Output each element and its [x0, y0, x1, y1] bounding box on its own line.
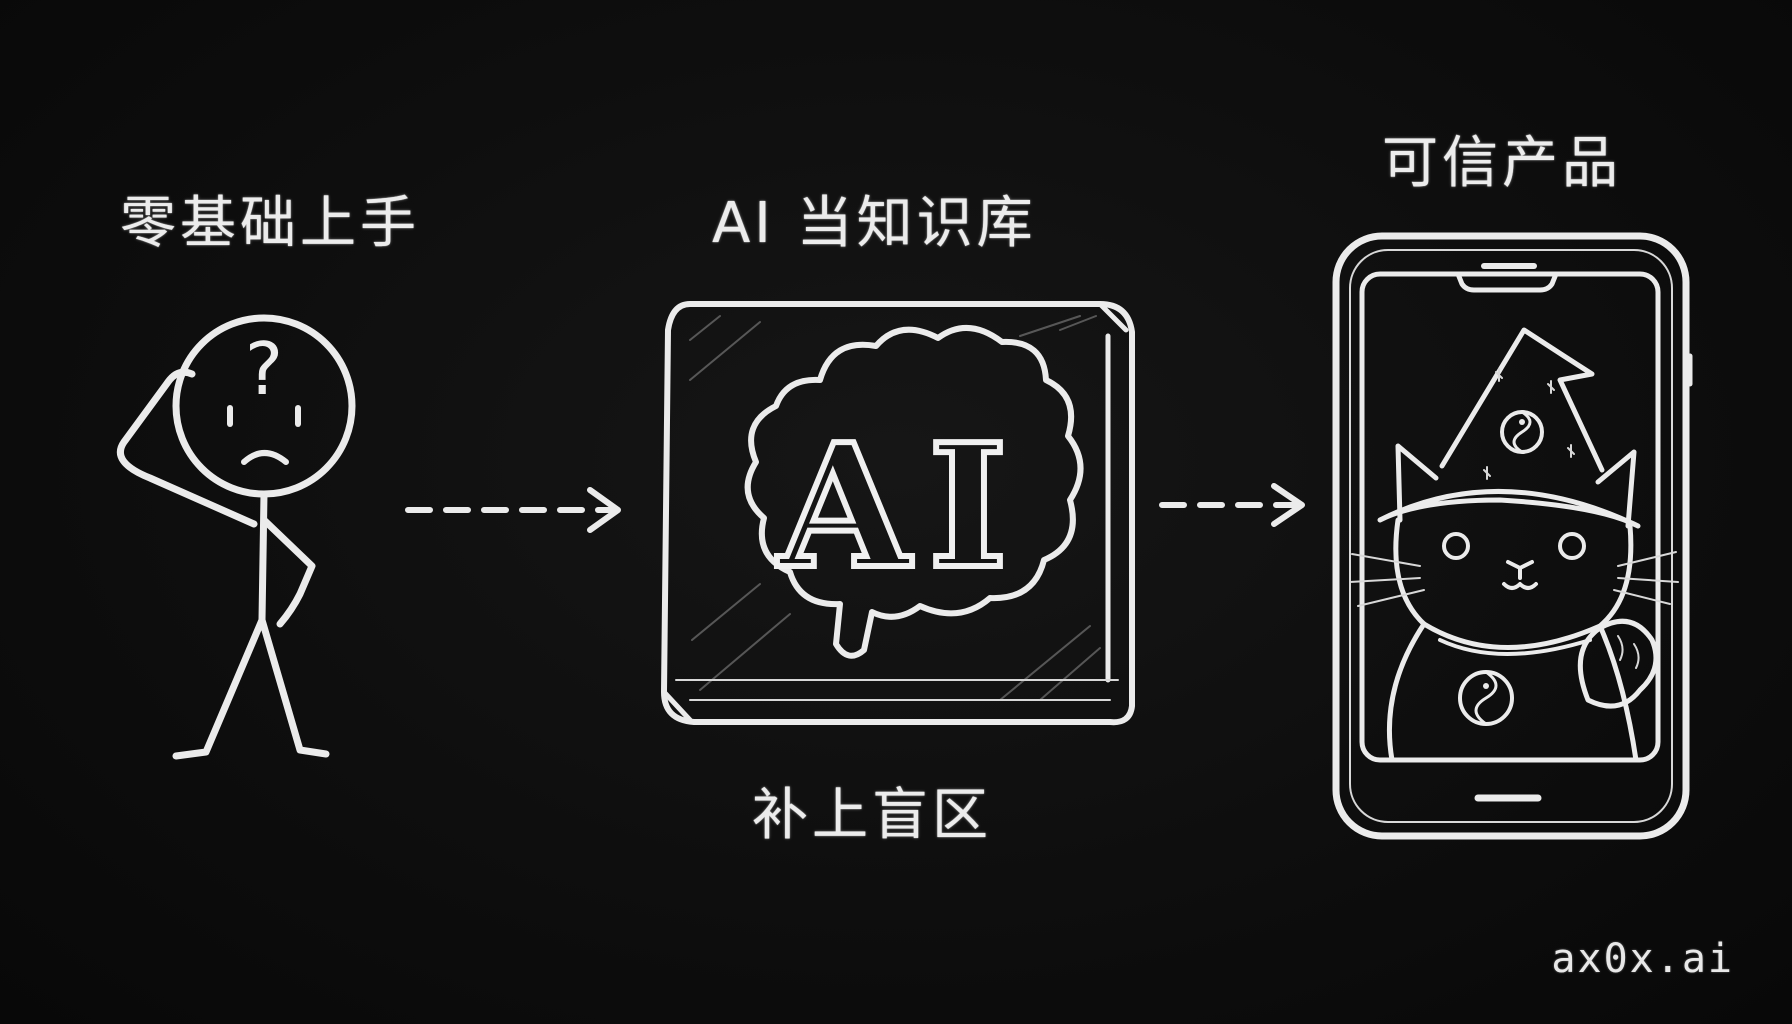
watermark-text: ax0x.ai	[1551, 936, 1734, 982]
step-2-label: AI 当知识库	[712, 191, 1037, 256]
step-3-label: 可信产品	[1382, 131, 1622, 196]
ai-brain-box-icon: AI	[661, 301, 1135, 726]
arrow-2-icon	[1159, 483, 1305, 527]
phone-wizard-cat-icon	[1332, 232, 1693, 840]
step-1-label: 零基础上手	[120, 191, 420, 256]
step-2-sublabel: 补上盲区	[752, 783, 992, 848]
confused-stick-figure-icon: ?	[116, 314, 356, 760]
question-mark-glyph: ?	[245, 327, 283, 411]
ai-badge-text: AI	[776, 407, 1025, 607]
arrow-1-icon	[405, 487, 621, 533]
